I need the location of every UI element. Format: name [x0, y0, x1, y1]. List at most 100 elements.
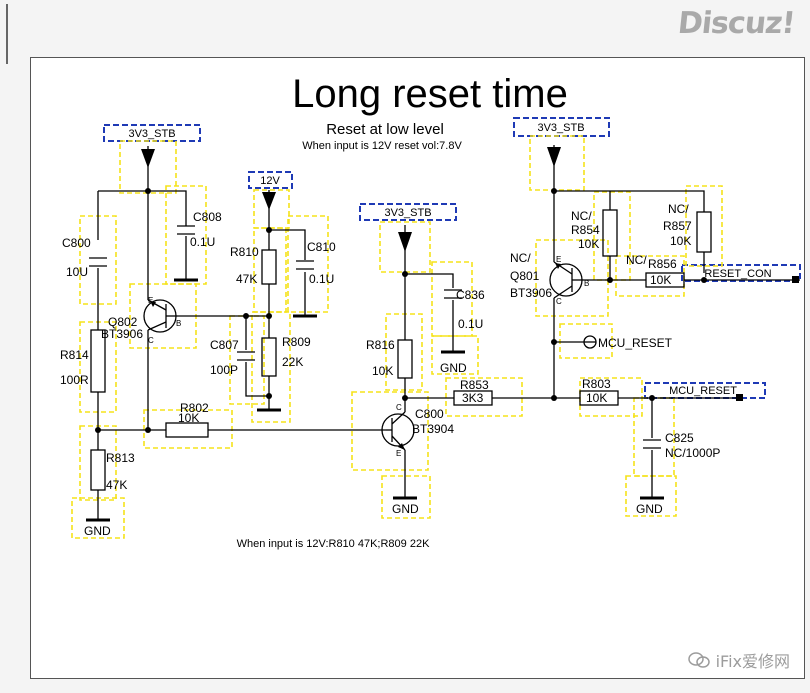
capacitor-c836 [444, 289, 462, 299]
box-c810 [287, 215, 329, 313]
label-r813: R813 [106, 451, 135, 465]
label-c825: C825 [665, 431, 694, 445]
pin-q800-c: C [396, 403, 402, 412]
pin-q801-e: E [556, 255, 561, 264]
capacitor-c810 [296, 260, 314, 270]
resistor-r813 [90, 449, 106, 491]
value-r809: 22K [282, 355, 303, 369]
net-label-reset-con: RESET_CON [704, 268, 771, 280]
wire-c836-top [405, 273, 454, 288]
box-gnd-c836 [431, 335, 479, 375]
box-r802 [143, 409, 233, 449]
power-arrow-12v [262, 192, 276, 210]
port-mcu-reset [736, 394, 743, 401]
label-r802: R802 [180, 401, 209, 415]
junction [701, 277, 707, 283]
net-box-reset-con [681, 264, 801, 282]
label-r816: R816 [366, 338, 395, 352]
label-mcu-reset-port: MCU_RESET [598, 336, 673, 350]
value-r854: 10K [578, 237, 599, 251]
junction [266, 393, 272, 399]
net-label-3v3-mid: 3V3_STB [384, 207, 431, 219]
label-q801-nc: NC/ [510, 251, 531, 265]
junction [551, 188, 557, 194]
label-c808: C808 [193, 210, 222, 224]
resistor-r857 [696, 211, 712, 253]
transistor-q801 [549, 254, 584, 300]
net-label-12v: 12V [260, 175, 280, 187]
value-c825: NC/1000P [665, 446, 720, 460]
junction [649, 395, 655, 401]
resistor-r816 [397, 339, 413, 379]
label-q800: C800 [415, 407, 444, 421]
value-c800: 10U [66, 265, 88, 279]
value-c807: 100P [210, 363, 238, 377]
value-c836: 0.1U [458, 317, 483, 331]
value-r810: 47K [236, 272, 257, 286]
resistor-r856 [645, 272, 685, 288]
label-r809: R809 [282, 335, 311, 349]
box-r809 [251, 311, 291, 423]
net-box-12v [248, 171, 293, 189]
box-r853 [445, 377, 523, 417]
box-mcu-reset-port [559, 323, 613, 359]
value-r803: 10K [586, 391, 607, 405]
value-q802: BT3906 [101, 327, 143, 341]
note-top: When input is 12V reset vol:7.8V [302, 140, 462, 152]
label-r803: R803 [582, 377, 611, 391]
value-r802: 10K [178, 411, 199, 425]
label-r854-nc: NC/ [571, 209, 592, 223]
wechat-icon [687, 652, 710, 668]
value-q801: BT3906 [510, 286, 552, 300]
label-c807: C807 [210, 338, 239, 352]
transistor-q800 [381, 398, 415, 460]
box-r810 [253, 227, 287, 313]
junction [145, 427, 151, 433]
junction [145, 188, 151, 194]
box-r854 [593, 191, 631, 281]
footer-brand-text: iFix爱修网 [715, 652, 790, 671]
net-label-3v3-right: 3V3_STB [537, 122, 584, 134]
label-r857: R857 [663, 219, 692, 233]
box-c836 [431, 261, 473, 337]
value-r853: 3K3 [462, 391, 484, 405]
box-r816 [385, 313, 423, 391]
power-arrow-left [141, 149, 155, 168]
box-3v3-arrow-right [529, 135, 585, 191]
label-r856: R856 [648, 257, 677, 271]
resistor-r854 [602, 209, 618, 257]
mcu-reset-port-symbol [583, 335, 597, 349]
net-label-mcu-reset-out: MCU_RESET [669, 385, 737, 397]
label-r854: R854 [571, 223, 600, 237]
box-q800 [351, 391, 429, 471]
resistor-r802 [165, 422, 209, 438]
schematic-sheet [30, 57, 805, 679]
junction [266, 313, 272, 319]
junction [551, 395, 557, 401]
value-r813: 47K [106, 478, 127, 492]
page-edge [6, 4, 8, 64]
box-r857 [685, 185, 723, 267]
junction [243, 313, 249, 319]
junction [402, 271, 408, 277]
box-q801 [535, 239, 609, 317]
junction [95, 427, 101, 433]
port-reset-con [792, 276, 799, 283]
pin-q801-b: B [584, 279, 589, 288]
label-gnd-c825: GND [636, 502, 663, 516]
capacitor-c825 [643, 439, 661, 449]
label-r810: R810 [230, 245, 259, 259]
wire-c810-top [269, 229, 306, 260]
footer-brand: iFix爱修网 [687, 648, 790, 672]
resistor-r809 [261, 337, 277, 377]
label-gnd-c836: GND [440, 361, 467, 375]
title: Long reset time [292, 72, 568, 116]
box-gnd-q800 [381, 475, 431, 519]
net-box-3v3-right [513, 117, 610, 137]
pin-q802-c: C [148, 336, 154, 345]
value-r814: 100R [60, 373, 89, 387]
value-q800: BT3904 [412, 422, 454, 436]
value-r856: 10K [650, 273, 671, 287]
junction [607, 277, 613, 283]
power-arrow-mid [398, 232, 412, 252]
